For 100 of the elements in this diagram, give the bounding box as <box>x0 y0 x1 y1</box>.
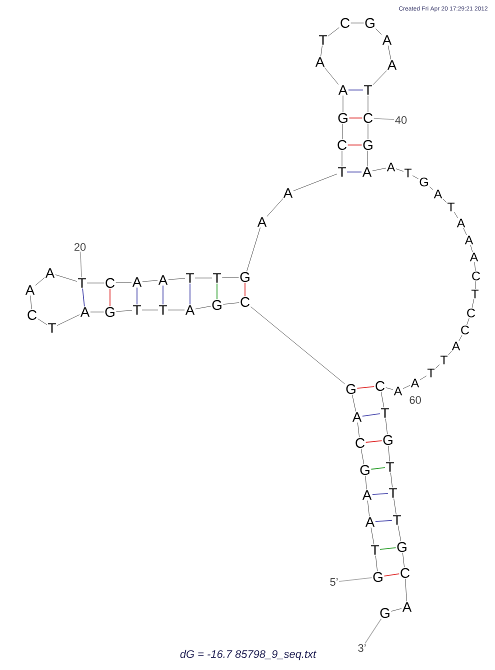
nucleotide-letter: A <box>464 236 474 244</box>
backbone-line <box>360 448 364 465</box>
backbone-line <box>352 394 356 412</box>
backbone-line <box>357 422 360 438</box>
position-label: 3’ <box>358 644 366 652</box>
backbone-line <box>385 418 388 435</box>
backbone-line <box>246 227 261 272</box>
nucleotide-letter: A <box>456 218 466 228</box>
position-label: 60 <box>410 396 421 404</box>
backbone-line <box>372 168 386 172</box>
nucleotide-letter: T <box>440 356 448 364</box>
base-pair-line <box>365 440 382 443</box>
nucleotide-letter: G <box>346 384 356 394</box>
backbone-line <box>222 276 240 278</box>
nucleotide-letter: A <box>410 378 420 388</box>
base-pair-line <box>362 413 380 417</box>
nucleotide-letter: T <box>159 305 167 315</box>
nucleotide-letter: A <box>25 285 35 295</box>
base-pair-line <box>136 287 138 305</box>
base-pair-line <box>356 386 375 389</box>
nucleotide-letter: C <box>461 326 470 334</box>
nucleotide-letter: T <box>319 35 327 45</box>
caption: dG = -16.7 85798_9_seq.txt <box>180 650 316 660</box>
base-pair-line <box>162 285 164 305</box>
backbone-line <box>435 364 440 369</box>
leader-line <box>338 577 372 582</box>
backbone-line <box>372 70 387 85</box>
nucleotide-letter: A <box>386 162 396 172</box>
nucleotide-letter: A <box>158 275 168 285</box>
base-pair-line <box>347 144 362 146</box>
nucleotide-letter: T <box>78 278 86 288</box>
nucleotide-letter: G <box>240 272 250 282</box>
nucleotide-letter: T <box>213 273 221 283</box>
nucleotide-letter: A <box>283 188 293 198</box>
nucleotide-letter: C <box>472 272 480 280</box>
backbone-line <box>195 306 212 310</box>
nucleotide-letter: T <box>427 368 435 378</box>
nucleotide-letter: G <box>105 307 114 317</box>
nucleotide-letter: T <box>381 408 389 418</box>
nucleotide-letter: C <box>340 18 350 28</box>
nucleotide-letter: A <box>338 85 348 95</box>
backbone-line <box>266 198 284 217</box>
nucleotide-letter: A <box>315 57 325 67</box>
position-label: 20 <box>74 243 86 251</box>
nucleotide-letter: G <box>365 18 374 28</box>
nucleotide-letter: C <box>356 438 364 448</box>
backbone-line <box>380 392 384 408</box>
backbone-line <box>30 295 32 310</box>
backbone-line <box>350 22 364 24</box>
nucleotide-letter: A <box>132 277 142 287</box>
nucleotide-letter: A <box>402 602 412 612</box>
leader-line <box>364 618 382 644</box>
nucleotide-letter: G <box>383 435 392 445</box>
backbone-line <box>470 244 473 252</box>
backbone-line <box>475 280 476 290</box>
nucleotide-letter: A <box>80 307 90 317</box>
nucleotide-letter: G <box>373 572 382 582</box>
nucleotide-letter: G <box>363 140 372 150</box>
position-label: 5’ <box>330 578 338 586</box>
nucleotide-letter: C <box>467 308 476 318</box>
backbone-line <box>394 498 396 515</box>
nucleotide-letter: A <box>45 268 55 278</box>
base-pair-line <box>380 547 396 550</box>
backbone-line <box>366 150 368 167</box>
backbone-line <box>38 318 48 325</box>
backbone-line <box>328 27 340 36</box>
nucleotide-letter: C <box>376 381 384 391</box>
nucleotide-letter: A <box>382 35 392 45</box>
backbone-line <box>390 472 393 488</box>
nucleotide-letter: C <box>106 278 114 288</box>
backbone-line <box>365 476 367 490</box>
backbone-line <box>35 277 45 286</box>
backbone-line <box>458 334 462 342</box>
backbone-line <box>342 124 344 140</box>
nucleotide-letter: A <box>362 167 372 177</box>
nucleotide-letter: G <box>380 608 390 618</box>
nucleotide-letter: T <box>371 545 379 555</box>
nucleotide-letter: A <box>185 305 195 315</box>
backbone-line <box>463 228 467 236</box>
backbone-line <box>293 174 338 192</box>
backbone-line <box>55 274 78 282</box>
backbone-line <box>398 525 402 542</box>
backbone-line <box>56 314 80 326</box>
nucleotide-letter: T <box>133 305 141 315</box>
nucleotide-letter: A <box>387 60 397 70</box>
nucleotide-letter: A <box>434 190 442 198</box>
nucleotide-letter: C <box>364 113 372 123</box>
backbone-line <box>370 527 374 545</box>
backbone-line <box>375 555 378 572</box>
backbone-line <box>420 376 427 380</box>
nucleotide-letter: T <box>338 167 346 177</box>
nucleotide-letter: G <box>338 113 348 123</box>
nucleotide-letter: T <box>389 488 397 498</box>
nucleotide-letter: A <box>362 490 372 500</box>
nucleotide-letter: A <box>452 342 460 350</box>
backbone-line <box>116 310 132 312</box>
backbone-line <box>442 198 447 203</box>
backbone-line <box>412 175 419 180</box>
backbone-line <box>86 282 104 284</box>
nucleotide-letter: T <box>48 323 56 333</box>
